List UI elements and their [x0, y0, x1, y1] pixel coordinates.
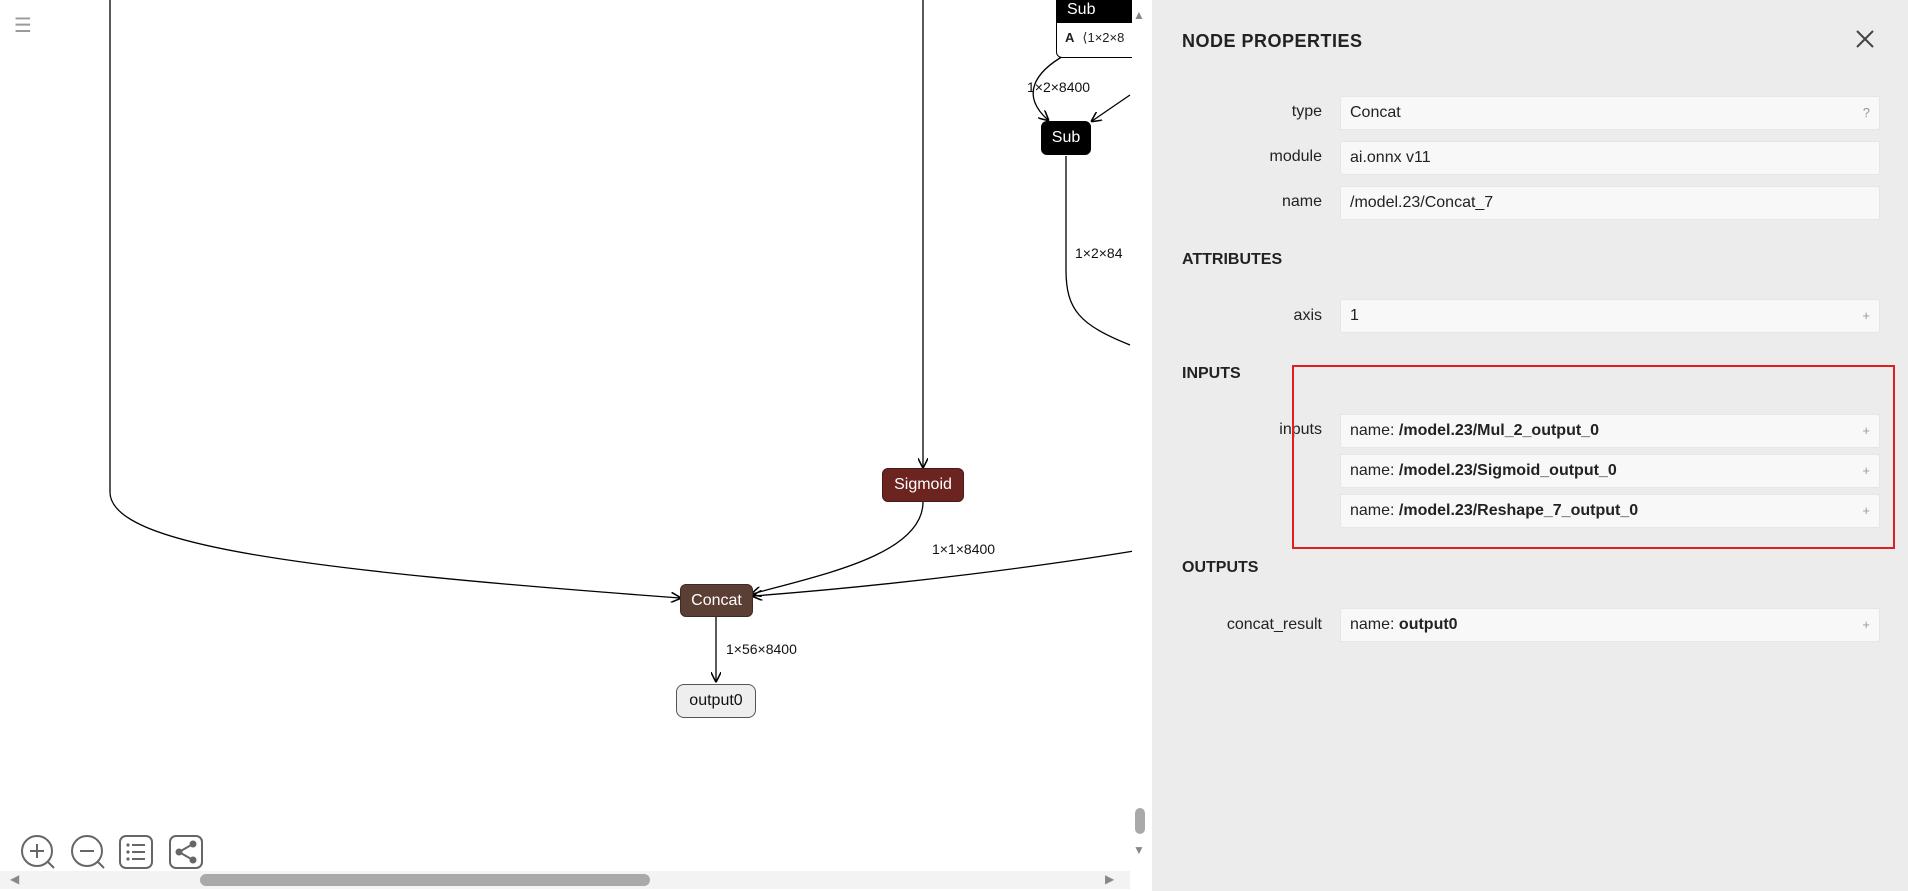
edge-label-sub-out: 1×2×84	[1075, 245, 1123, 261]
scroll-right-arrow-icon[interactable]: ▶	[1105, 872, 1115, 886]
edge-subtop-to-sub	[1032, 54, 1066, 120]
vertical-scroll-thumb[interactable]	[1135, 808, 1145, 834]
node-sub[interactable]: Sub	[1041, 121, 1091, 155]
expand-icon[interactable]: +	[1862, 423, 1870, 438]
input-prefix: name:	[1350, 422, 1399, 439]
node-concat[interactable]: Concat	[680, 584, 753, 617]
node-sigmoid[interactable]: Sigmoid	[882, 468, 964, 502]
output-label-concat-result: concat_result	[1226, 616, 1322, 633]
help-icon[interactable]: ?	[1862, 105, 1870, 120]
input-shape: ⟨1×2×8	[1082, 30, 1125, 45]
node-sub-top[interactable]: Sub A ⟨1×2×8	[1056, 0, 1138, 58]
edge-sigmoid-to-concat	[752, 501, 924, 594]
expand-icon[interactable]: +	[1862, 463, 1870, 478]
vertical-scrollbar[interactable]	[1132, 0, 1148, 870]
edge-label-sub-in: 1×2×8400	[1027, 79, 1091, 95]
zoom-out-icon[interactable]	[70, 834, 106, 870]
list-icon[interactable]	[118, 834, 154, 870]
scroll-up-arrow-icon[interactable]: ▲	[1133, 8, 1145, 22]
prop-label-name: name	[1281, 193, 1322, 210]
node-sub-top-title: Sub	[1057, 0, 1137, 23]
prop-value-module[interactable]: ai.onnx v11	[1340, 141, 1880, 175]
prop-value-name[interactable]: /model.23/Concat_7	[1340, 186, 1880, 220]
graph-edges	[109, 0, 1141, 891]
attr-label-axis: axis	[1293, 307, 1322, 324]
input-item[interactable]: name: /model.23/Mul_2_output_0 +	[1340, 414, 1880, 448]
prop-label-module: module	[1269, 148, 1322, 165]
edge-right-to-concat	[753, 549, 1141, 596]
inputs-heading: INPUTS	[1182, 365, 1241, 382]
attr-value-axis[interactable]: 1 +	[1340, 299, 1880, 333]
edge-right-to-sub	[1092, 94, 1131, 121]
input-prefix: name:	[1350, 502, 1399, 519]
edge-label-concat-out: 1×56×8400	[726, 641, 797, 657]
output-item[interactable]: name: output0 +	[1340, 608, 1880, 642]
zoom-in-icon[interactable]	[20, 834, 56, 870]
edge-left-to-concat	[109, 0, 680, 598]
expand-icon[interactable]: +	[1862, 503, 1870, 518]
horizontal-scroll-thumb[interactable]	[200, 874, 650, 886]
edge-label-sigmoid-out: 1×1×8400	[932, 541, 996, 557]
prop-value-type[interactable]: Concat ?	[1340, 96, 1880, 130]
input-name: /model.23/Mul_2_output_0	[1398, 422, 1599, 439]
graph-canvas[interactable]: ☰ Sub A ⟨1×2×8 Sub Sigmoid Concat output0…	[0, 0, 1152, 891]
node-sub-top-input: A ⟨1×2×8	[1057, 23, 1137, 53]
input-item[interactable]: name: /model.23/Reshape_7_output_0 +	[1340, 494, 1880, 528]
hamburger-menu-icon[interactable]: ☰	[14, 15, 32, 37]
input-prefix: name:	[1350, 462, 1399, 479]
scroll-left-arrow-icon[interactable]: ◀	[10, 872, 20, 886]
type-value: Concat	[1350, 104, 1401, 121]
panel-title: NODE PROPERTIES	[1182, 31, 1363, 51]
module-value: ai.onnx v11	[1350, 149, 1431, 166]
node-output0[interactable]: output0	[676, 684, 756, 718]
scroll-down-arrow-icon[interactable]: ▼	[1133, 843, 1145, 857]
node-properties-panel: NODE PROPERTIES type Concat ? module ai.…	[1152, 0, 1908, 891]
expand-icon[interactable]: +	[1862, 308, 1870, 323]
input-name: /model.23/Sigmoid_output_0	[1398, 462, 1617, 479]
inputs-label: inputs	[1279, 421, 1322, 438]
name-value: /model.23/Concat_7	[1350, 194, 1494, 211]
share-icon[interactable]	[168, 834, 204, 870]
attributes-heading: ATTRIBUTES	[1182, 251, 1283, 268]
outputs-heading: OUTPUTS	[1182, 559, 1259, 576]
close-icon[interactable]	[1850, 24, 1880, 54]
edge-sub-out	[1065, 156, 1131, 346]
axis-value: 1	[1350, 307, 1359, 324]
expand-icon[interactable]: +	[1862, 617, 1870, 632]
input-item[interactable]: name: /model.23/Sigmoid_output_0 +	[1340, 454, 1880, 488]
output-prefix: name:	[1350, 616, 1399, 633]
input-name: /model.23/Reshape_7_output_0	[1398, 502, 1639, 519]
output-name: output0	[1398, 616, 1458, 633]
input-name: A	[1065, 30, 1075, 45]
prop-label-type: type	[1291, 103, 1322, 120]
